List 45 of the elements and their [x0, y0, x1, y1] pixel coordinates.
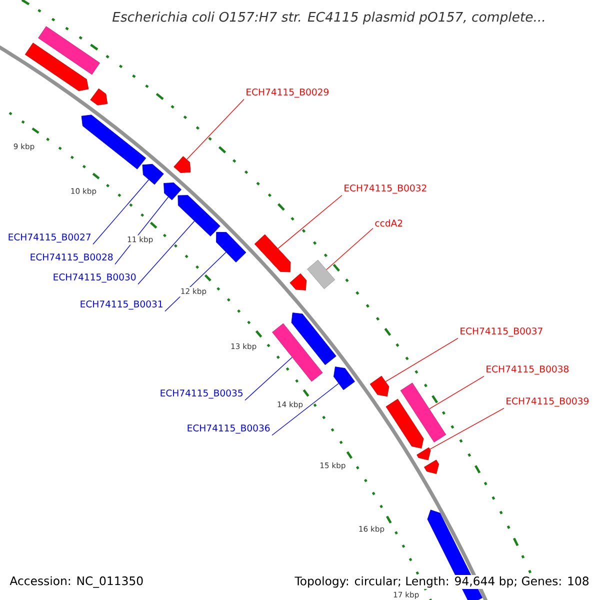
gene-block — [386, 398, 424, 448]
gene-bar — [272, 323, 323, 382]
leader-line — [92, 179, 150, 245]
gene-bar — [38, 26, 100, 75]
gene-label: ccdA2 — [375, 219, 402, 227]
gene-block — [291, 312, 336, 366]
gene-label: ECH74115_B0027 — [8, 233, 90, 243]
gene-block — [216, 232, 246, 262]
gene-label: ECH74115_B0037 — [460, 327, 542, 337]
gene-label: ECH74115_B0035 — [160, 389, 242, 399]
gene-label: ECH74115_B0036 — [188, 424, 270, 434]
gene-label: ECH74115_B0039 — [506, 397, 588, 407]
leader-line — [326, 228, 374, 270]
gene-block — [81, 114, 146, 170]
gene-bar — [307, 260, 336, 290]
gene-block — [178, 195, 220, 236]
gene-block — [254, 234, 291, 272]
footer-text: Topology: circular; Length: 94,644 bp; Genes: 108 — [293, 574, 591, 590]
gene-label: ECH74115_B0031 — [80, 300, 162, 310]
gene-bar — [400, 382, 446, 442]
leader-line — [272, 383, 339, 436]
leader-line — [138, 220, 195, 285]
leader-line — [430, 408, 504, 450]
gene-label: ECH74115_B0030 — [54, 273, 136, 283]
gene-block — [174, 156, 191, 173]
gene-label: ECH74115_B0032 — [344, 184, 426, 194]
gene-block — [424, 460, 439, 474]
gene-block — [164, 182, 182, 200]
leader-line — [186, 98, 244, 160]
gene-label: ECH74115_B0028 — [30, 253, 113, 263]
gene-block — [334, 366, 355, 390]
gene-block — [290, 273, 307, 290]
gene-block — [416, 447, 431, 460]
leader-line — [429, 376, 484, 410]
gene-label: ECH74115_B0038 — [486, 365, 568, 375]
title: Escherichia coli O157:H7 str. EC4115 plasmid pO157, complete... — [112, 12, 544, 24]
footer-text: Accession: NC_011350 — [8, 574, 145, 590]
gene-block — [24, 42, 89, 92]
leader-line — [244, 356, 292, 401]
gene-block — [142, 164, 164, 185]
leader-line — [278, 194, 342, 249]
gene-label: ECH74115_B0029 — [246, 88, 328, 98]
leader-line — [385, 338, 458, 382]
gene-block — [370, 376, 390, 397]
gene-block — [90, 88, 108, 106]
